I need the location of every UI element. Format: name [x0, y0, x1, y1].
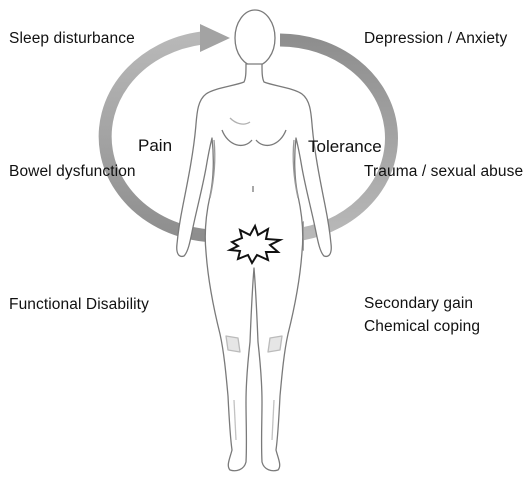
cycle-label-pain: Pain — [138, 135, 172, 157]
label-chemical-coping: Chemical coping — [364, 317, 480, 337]
label-trauma-sexual-abuse: Trauma / sexual abuse — [364, 162, 523, 182]
label-secondary-gain: Secondary gain — [364, 294, 473, 314]
label-functional-disability: Functional Disability — [9, 295, 149, 315]
label-bowel-dysfunction: Bowel dysfunction — [9, 162, 136, 182]
cycle-label-tolerance: Tolerance — [308, 136, 382, 158]
label-sleep-disturbance: Sleep disturbance — [9, 29, 135, 49]
label-depression-anxiety: Depression / Anxiety — [364, 29, 507, 49]
